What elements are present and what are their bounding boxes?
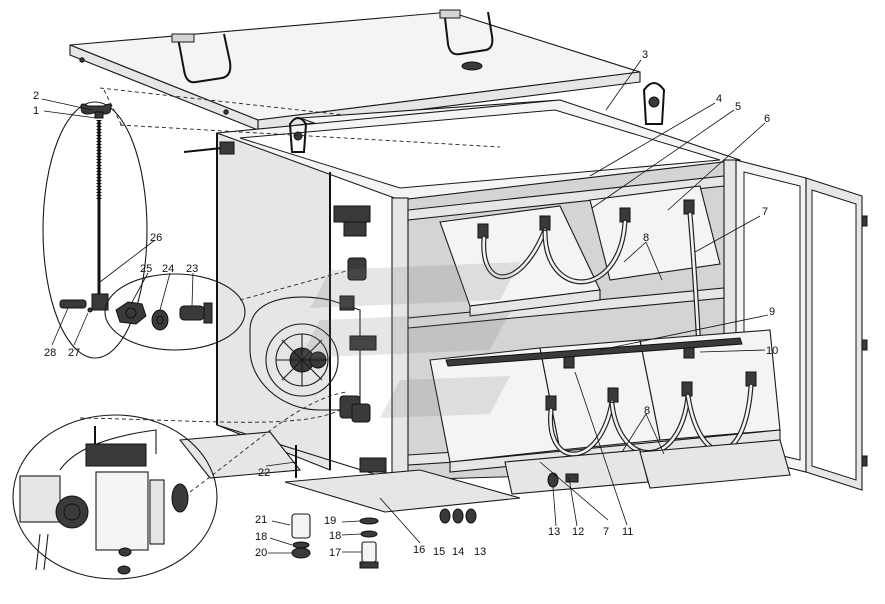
- callout-8-lower: 8: [644, 405, 650, 417]
- callout-23: 23: [186, 263, 198, 275]
- callout-18-left: 18: [255, 531, 267, 543]
- callout-9: 9: [769, 306, 775, 318]
- leader-lines: [41, 59, 769, 554]
- callout-15: 15: [433, 546, 445, 558]
- callout-13-left: 13: [474, 546, 486, 558]
- callout-18-right: 18: [329, 530, 341, 542]
- watermark-logo: [300, 262, 520, 418]
- callout-13-right: 13: [548, 526, 560, 538]
- callout-26: 26: [150, 232, 162, 244]
- base-runners: [178, 431, 791, 513]
- fan-heater-unit: [249, 205, 387, 473]
- callout-25: 25: [140, 263, 152, 275]
- small-parts-group: [291, 472, 579, 569]
- callout-16: 16: [413, 544, 425, 556]
- callout-3: 3: [642, 49, 648, 61]
- callout-1: 1: [33, 105, 39, 117]
- callout-5: 5: [735, 101, 741, 113]
- callout-12: 12: [572, 526, 584, 538]
- callout-28: 28: [44, 347, 56, 359]
- callout-8-upper: 8: [643, 232, 649, 244]
- rod-detail-inset: [42, 101, 148, 359]
- callout-24: 24: [162, 263, 174, 275]
- callout-7-upper: 7: [762, 206, 768, 218]
- upper-battery-row: [439, 185, 721, 317]
- callout-17: 17: [329, 547, 341, 559]
- callout-4: 4: [716, 93, 722, 105]
- callout-27: 27: [68, 347, 80, 359]
- callout-14: 14: [452, 546, 464, 558]
- callout-19: 19: [324, 515, 336, 527]
- callout-21: 21: [255, 514, 267, 526]
- fitting-detail-inset: [104, 273, 246, 351]
- callout-10: 10: [766, 345, 778, 357]
- callout-7-lower: 7: [603, 526, 609, 538]
- callout-2: 2: [33, 90, 39, 102]
- callout-labels: 1 2 3 4 5 6 7 8 9 10 8 7 11 12 13 13 14 …: [33, 49, 778, 559]
- callout-20: 20: [255, 547, 267, 559]
- callout-6: 6: [764, 113, 770, 125]
- callout-22: 22: [258, 467, 270, 479]
- bracket-detail-inset: [12, 414, 218, 580]
- callout-11: 11: [622, 526, 633, 538]
